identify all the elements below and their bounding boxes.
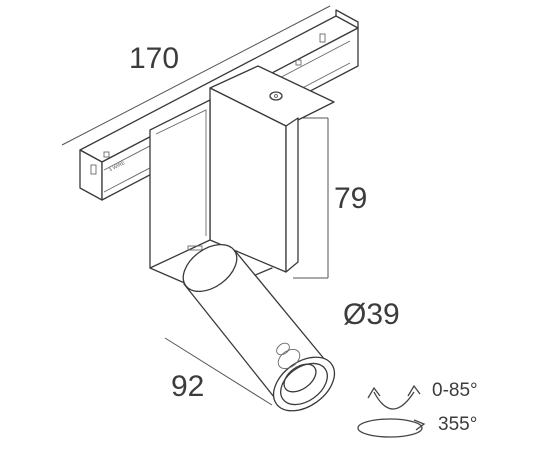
pan-angle-label: 355° xyxy=(438,414,478,435)
spotlight-cylinder xyxy=(182,243,336,412)
dimension-line-170 xyxy=(61,5,331,146)
adapter-box xyxy=(149,65,335,295)
dimension-label-79: 79 xyxy=(334,182,368,215)
pan-arrow-icon xyxy=(357,418,426,438)
dimension-label-92: 92 xyxy=(171,370,205,403)
tilt-arrow-icon xyxy=(367,384,421,410)
dimension-label-diameter: Ø39 xyxy=(343,298,400,331)
dimension-line-92 xyxy=(164,337,273,406)
dimension-label-170: 170 xyxy=(129,42,180,75)
tilt-angle-label: 0-85° xyxy=(432,380,478,401)
